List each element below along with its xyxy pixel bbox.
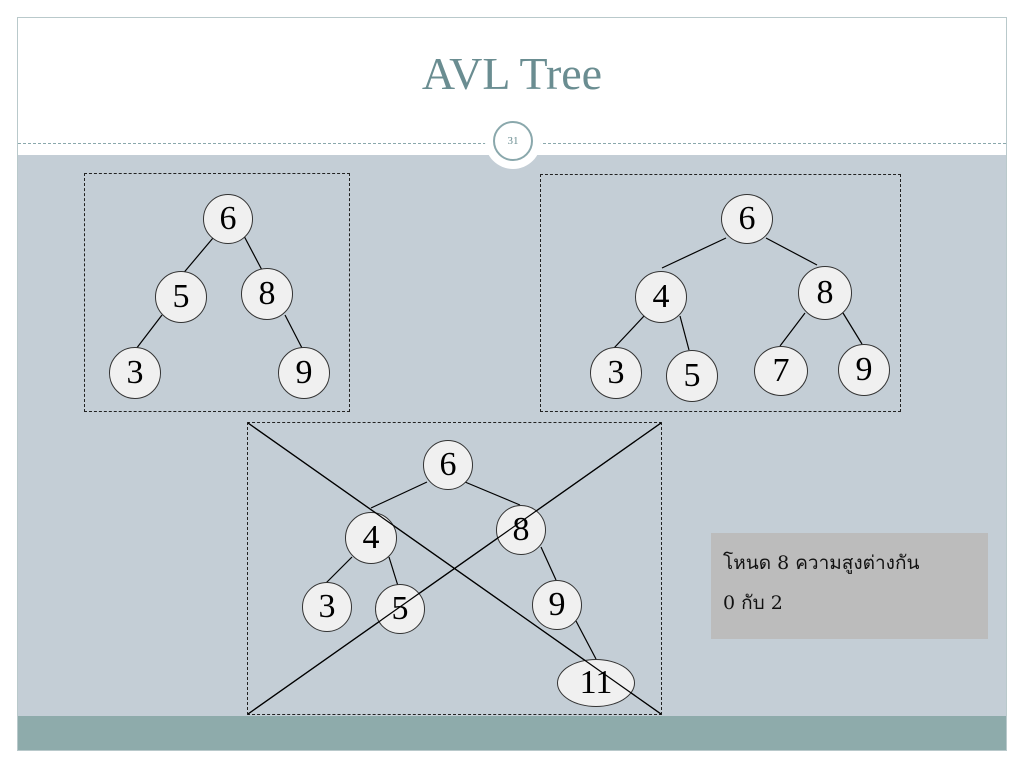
tree-1-node: 3	[109, 347, 161, 399]
edge-t1-6-8	[243, 235, 264, 273]
tree-3-node: 3	[302, 582, 352, 632]
tree-3-node: 11	[557, 659, 635, 707]
tree-1-node: 8	[241, 268, 293, 320]
tree-3-box	[247, 422, 662, 715]
tree-3-node: 9	[532, 580, 582, 630]
edge-t2-8-7	[779, 312, 806, 347]
edge-t2-4-5	[679, 315, 690, 351]
tree-1-box	[84, 173, 350, 412]
tree-3-node: 5	[375, 584, 425, 634]
edge-t3-4-3	[324, 556, 353, 585]
tree-3-node: 6	[423, 440, 473, 490]
edge-t1-5-3	[135, 314, 163, 350]
edge-t2-8-9	[842, 312, 863, 345]
slide-number: 31	[493, 121, 533, 161]
tree-2-node: 9	[838, 344, 890, 396]
cross-line-2-overlay	[247, 422, 662, 715]
edge-t3-6-8	[464, 481, 521, 506]
note-box: โหนด 8 ความสูงต่างกัน 0 กับ 2	[711, 533, 988, 639]
edge-t2-6-4	[661, 237, 727, 269]
tree-2-node: 5	[666, 350, 718, 402]
tree-2-node: 7	[754, 346, 808, 396]
edge-t3-8-9	[540, 546, 557, 581]
tree-2-node: 8	[798, 266, 852, 320]
tree-1-node: 9	[278, 347, 330, 399]
edge-t3-9-11	[575, 620, 597, 660]
note-line-2: 0 กับ 2	[723, 592, 783, 614]
tree-2-node: 6	[721, 194, 773, 244]
tree-3-node: 4	[345, 512, 397, 564]
slide-title: AVL Tree	[421, 48, 603, 99]
edge-t1-6-5	[180, 237, 214, 277]
tree-1-node: 6	[203, 194, 253, 244]
edge-t1-8-9	[284, 314, 303, 349]
footer-band	[18, 716, 1006, 750]
tree-2-node: 3	[590, 347, 642, 399]
tree-1-node: 5	[155, 271, 207, 323]
edge-t2-4-3	[613, 314, 646, 349]
tree-2-node: 4	[635, 271, 687, 323]
tree-3-node: 8	[496, 505, 546, 555]
edge-t3-6-4	[370, 481, 428, 509]
tree-2-box	[540, 174, 901, 412]
edge-t3-4-5	[388, 556, 399, 587]
edge-t2-6-8	[765, 237, 818, 266]
note-line-1: โหนด 8 ความสูงต่างกัน	[723, 552, 920, 574]
